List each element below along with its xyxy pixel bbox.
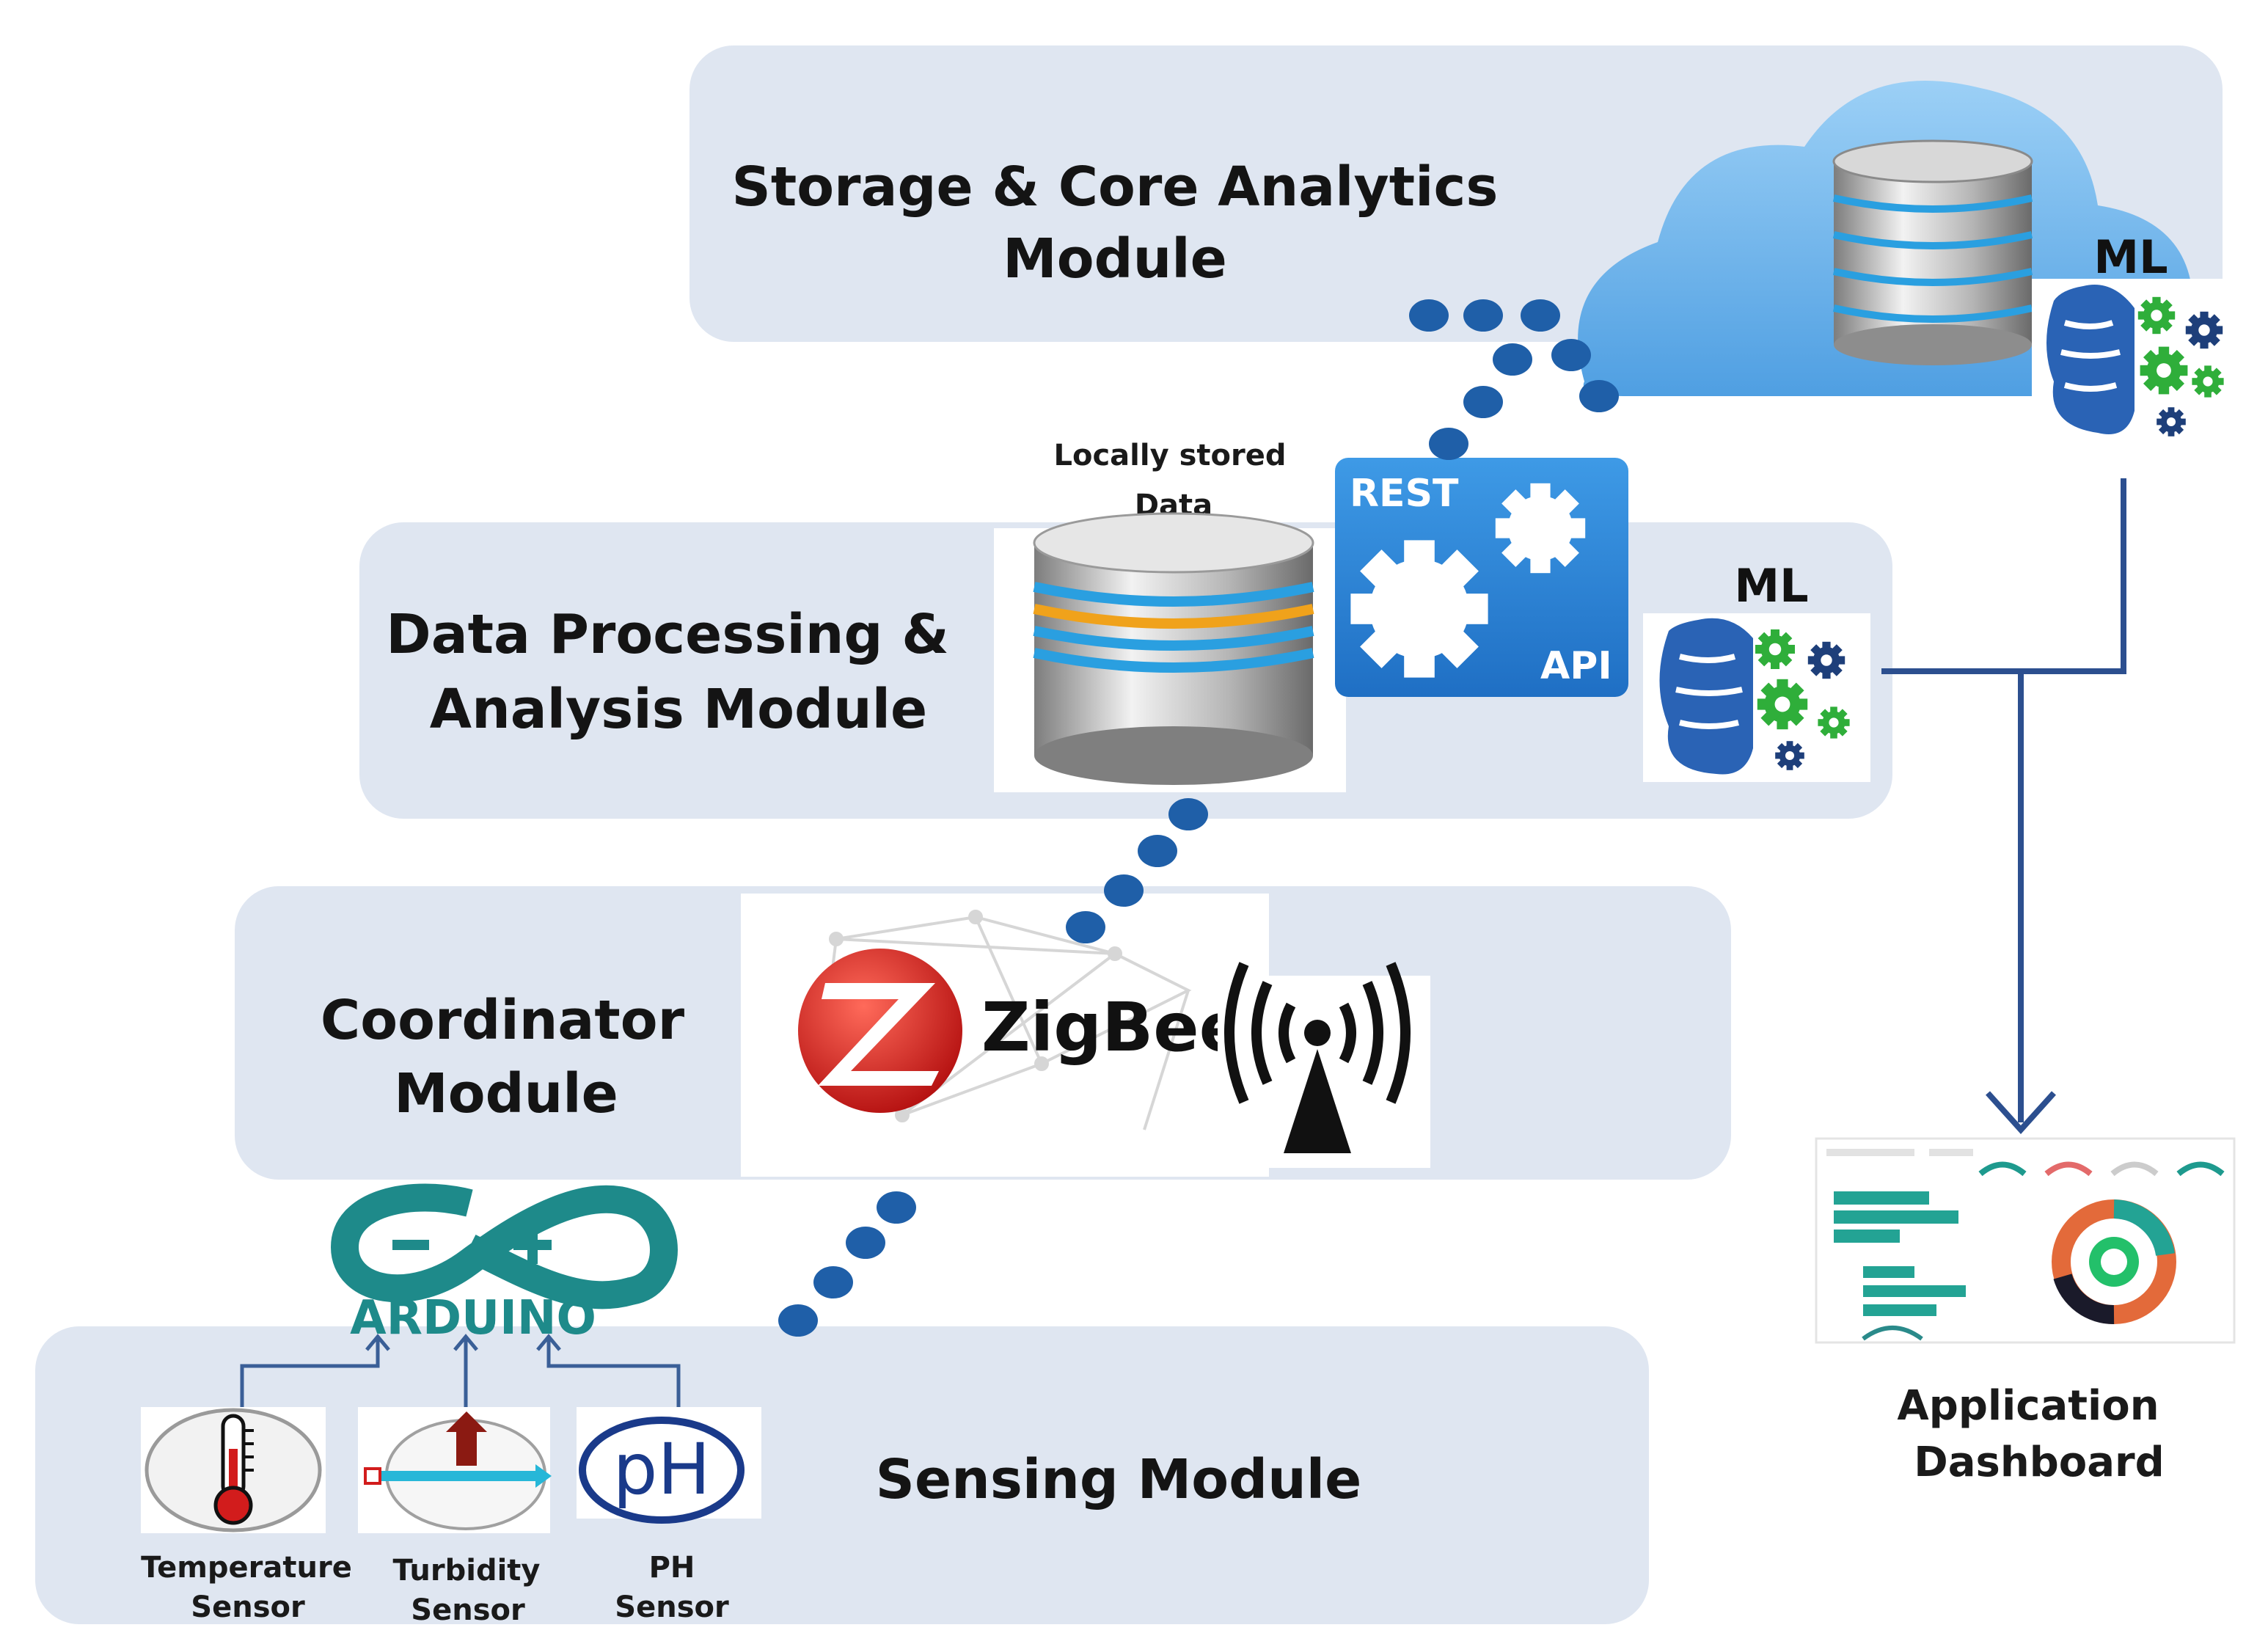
zigbee-logo-icon bbox=[798, 949, 962, 1113]
ph-sensor-label-line2: Sensor bbox=[615, 1590, 729, 1624]
coordinator-module-title: Coordinator bbox=[321, 989, 685, 1052]
temperature-sensor-icon bbox=[141, 1407, 326, 1533]
data-flow-dots bbox=[778, 299, 1619, 1337]
zigbee-label: ZigBee bbox=[981, 988, 1245, 1067]
turbidity-sensor-label: Turbidity bbox=[393, 1554, 541, 1588]
arduino-label: ARDUINO bbox=[350, 1291, 596, 1345]
dashboard-connector bbox=[1881, 478, 2126, 1134]
flow-dot bbox=[1429, 428, 1468, 460]
local-database-icon bbox=[994, 512, 1346, 792]
processing-module-title: Data Processing & bbox=[386, 603, 948, 666]
flow-dot bbox=[1104, 874, 1144, 907]
ml-local-label: ML bbox=[1734, 559, 1808, 613]
dashboard-label-line2: Dashboard bbox=[1914, 1439, 2165, 1486]
ml-cloud-label: ML bbox=[2093, 230, 2168, 284]
turbidity-sensor-label-line2: Sensor bbox=[411, 1593, 525, 1627]
temperature-sensor-label: Temperature bbox=[141, 1551, 352, 1585]
flow-dot bbox=[846, 1227, 885, 1259]
api-label: API bbox=[1540, 644, 1612, 688]
coordinator-module-title-line2: Module bbox=[394, 1062, 618, 1125]
sensing-module-panel bbox=[35, 1326, 1649, 1624]
ph-text: pH bbox=[612, 1428, 710, 1510]
application-dashboard-icon bbox=[1815, 1137, 2236, 1344]
temperature-sensor-label-line2: Sensor bbox=[191, 1590, 305, 1624]
arduino-logo-icon bbox=[330, 1183, 678, 1309]
cloud-database-icon bbox=[1832, 139, 2033, 365]
storage-module-title: Storage & Core Analytics bbox=[732, 156, 1499, 219]
flow-dot bbox=[1579, 380, 1619, 412]
turbidity-sensor-icon bbox=[358, 1407, 552, 1533]
flow-dot bbox=[1463, 386, 1503, 418]
flow-dot bbox=[1493, 343, 1532, 376]
wireless-antenna-icon bbox=[1218, 962, 1430, 1168]
sensing-module-title: Sensing Module bbox=[876, 1448, 1362, 1511]
ml-brain-gears-icon-local bbox=[1643, 613, 1870, 782]
local-data-label: Locally stored bbox=[1054, 439, 1287, 472]
flow-dot bbox=[813, 1266, 853, 1298]
rest-label: REST bbox=[1350, 472, 1459, 516]
ph-sensor-label: PH bbox=[649, 1551, 695, 1585]
rest-api-icon bbox=[1335, 458, 1628, 697]
storage-module-title-line2: Module bbox=[1003, 227, 1227, 291]
processing-module-title-line2: Analysis Module bbox=[430, 678, 927, 741]
flow-dot bbox=[778, 1304, 818, 1337]
flow-dot bbox=[1168, 798, 1208, 830]
flow-dot bbox=[1551, 339, 1591, 371]
dashboard-label: Application bbox=[1897, 1382, 2159, 1430]
flow-dot bbox=[1066, 911, 1105, 943]
flow-dot bbox=[1521, 299, 1560, 332]
flow-dot bbox=[1138, 835, 1177, 867]
ml-brain-gears-icon bbox=[2032, 279, 2230, 447]
ph-sensor-icon bbox=[577, 1407, 761, 1524]
flow-dot bbox=[877, 1191, 916, 1224]
flow-dot bbox=[1463, 299, 1503, 332]
flow-dot bbox=[1409, 299, 1449, 332]
